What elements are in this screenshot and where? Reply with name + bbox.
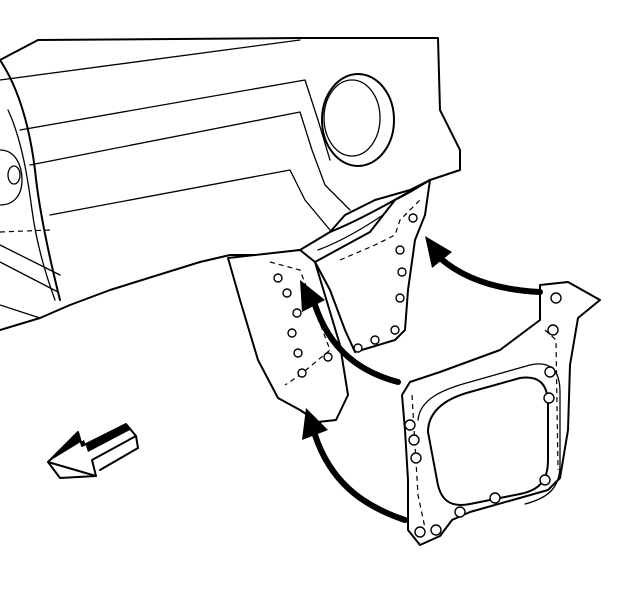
bracket-hole [543, 392, 555, 404]
install-arrow-icon [312, 302, 401, 385]
install-arrow-head [425, 236, 452, 268]
install-arrow-icon [437, 255, 543, 295]
bracket-hole [430, 524, 442, 536]
panel-hole [395, 293, 405, 303]
panel-hole [287, 328, 297, 338]
panel-hole [390, 325, 400, 335]
direction-arrow-depth [47, 435, 139, 479]
bracket-hidden-edge [411, 394, 426, 529]
fuel-door [321, 73, 395, 167]
panel-hole [408, 213, 418, 223]
bracket-hole [544, 366, 556, 378]
body-structure [0, 37, 461, 331]
install-arrows [300, 236, 543, 523]
panel-hole [282, 288, 292, 298]
bracket-hole [550, 292, 562, 304]
panel-right-hidden-edge [339, 199, 421, 261]
bracket-window [427, 376, 549, 506]
upper-panel-line-2 [19, 79, 331, 161]
bracket-hole [454, 506, 466, 518]
fender-crease [29, 111, 351, 211]
body-top-outline [0, 37, 461, 331]
replacement-bracket [401, 281, 601, 546]
bracket-hole [414, 526, 426, 538]
lower-panel-right [314, 179, 431, 353]
panel-hole [293, 348, 303, 358]
lower-rail [0, 244, 61, 319]
panel-hole [397, 267, 407, 277]
hinge-bolt [7, 165, 21, 185]
lower-crease [49, 169, 331, 231]
bracket-hole [408, 434, 420, 446]
lower-panel-right-outline [314, 179, 431, 353]
install-arrow-head [302, 408, 328, 440]
hinge-area [0, 149, 23, 206]
front-direction-arrow-icon [47, 423, 139, 479]
front-edge-inner [7, 109, 56, 301]
panel-hole [273, 273, 283, 283]
bracket-hole [489, 492, 501, 504]
bracket-hole [547, 324, 559, 336]
panel-hole [297, 368, 307, 378]
direction-arrow-face [48, 424, 130, 462]
install-arrow-icon [312, 432, 408, 523]
panel-hole [353, 343, 363, 353]
bracket-hole [410, 452, 422, 464]
bracket-hole [404, 419, 416, 431]
front-edge [0, 59, 61, 301]
panel-hole [323, 352, 333, 362]
lower-panel-left-outline [227, 249, 349, 423]
install-arrow-head [300, 280, 325, 312]
fuel-door-inner [323, 79, 381, 157]
panel-hole [370, 335, 380, 345]
bracket-hole [539, 474, 551, 486]
panel-hole [395, 245, 405, 255]
upper-panel-line [0, 39, 301, 81]
lower-panel-left [227, 249, 349, 423]
hidden-edge-left [0, 229, 51, 233]
panel-left-hidden-edge [269, 261, 331, 386]
panel-hole [292, 308, 302, 318]
